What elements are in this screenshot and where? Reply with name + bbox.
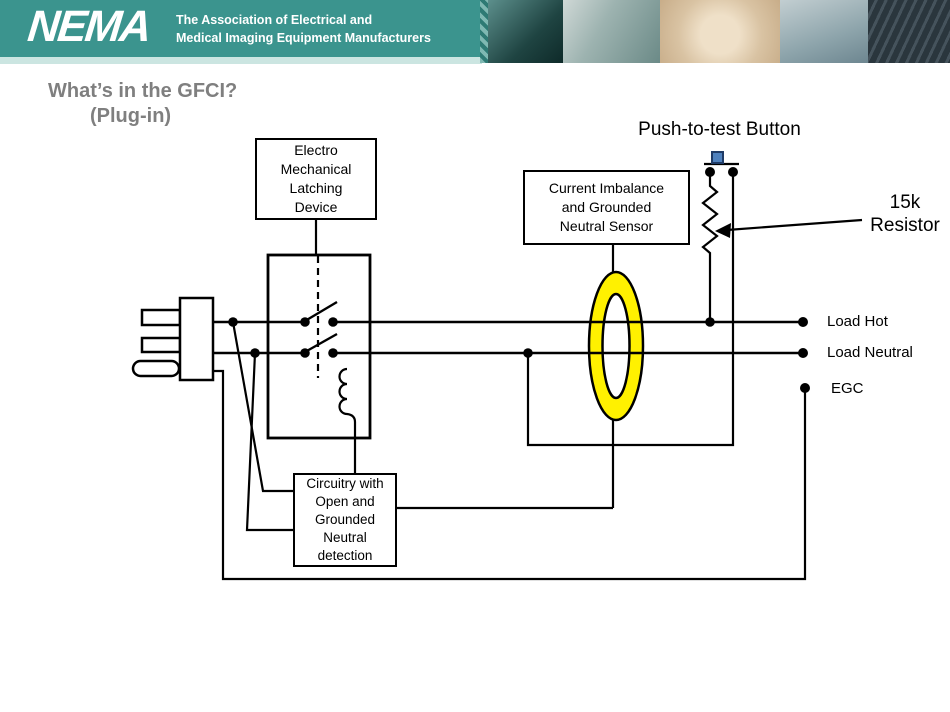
- header-photo-scanner: [488, 0, 563, 63]
- header-photo-equipment: [563, 0, 660, 63]
- sensor-label-box: Current Imbalance and Grounded Neutral S…: [523, 170, 690, 245]
- header-accent-strip: [0, 57, 482, 64]
- association-tagline-line2: Medical Imaging Equipment Manufacturers: [176, 31, 431, 45]
- header-photo-checker: [480, 0, 488, 63]
- latching-device-label-box: Electro Mechanical Latching Device: [255, 138, 377, 220]
- header-photo-collage: [480, 0, 950, 63]
- load-hot-label: Load Hot: [827, 313, 888, 330]
- header-photo-instrument: [780, 0, 868, 63]
- test-button-neutral-wire: [526, 174, 735, 447]
- latching-device-outline: [266, 253, 372, 440]
- neutral-tap-to-circuitry-wire: [245, 352, 293, 532]
- hot-switch-blade-icon: [304, 300, 338, 323]
- toroid-hole: [601, 292, 631, 400]
- plug-icon: [131, 296, 215, 382]
- plug-neutral-prong: [140, 336, 182, 354]
- load-neutral-label: Load Neutral: [827, 344, 913, 361]
- plug-body: [178, 296, 215, 382]
- association-tagline-line1: The Association of Electrical and: [176, 13, 373, 27]
- egc-wire: [213, 369, 807, 581]
- test-button-icon: [711, 151, 724, 164]
- resistor-label: 15k Resistor: [870, 192, 940, 236]
- egc-label: EGC: [831, 380, 864, 397]
- resistor-callout-arrow: [715, 218, 863, 238]
- hot-tap-to-circuitry-wire: [231, 321, 293, 493]
- header-photo-bulb: [660, 0, 780, 63]
- push-to-test-label: Push-to-test Button: [638, 119, 801, 140]
- toroid-sensor-icon: [587, 270, 645, 422]
- resistor-icon: [701, 174, 719, 322]
- junction-dots: [228, 167, 810, 393]
- trip-coil-icon: [338, 367, 357, 473]
- circuitry-label-box: Circuitry with Open and Grounded Neutral…: [293, 473, 397, 567]
- page-title: What’s in the GFCI? (Plug-in): [48, 79, 237, 129]
- page-title-line1: What’s in the GFCI?: [48, 80, 238, 102]
- plug-hot-prong: [140, 308, 182, 327]
- header-photo-circuit: [868, 0, 950, 63]
- page-title-line2: (Plug-in): [90, 105, 172, 127]
- association-tagline: The Association of Electrical and Medica…: [176, 11, 431, 47]
- neutral-switch-blade-icon: [304, 332, 338, 354]
- plug-ground-prong: [131, 359, 181, 378]
